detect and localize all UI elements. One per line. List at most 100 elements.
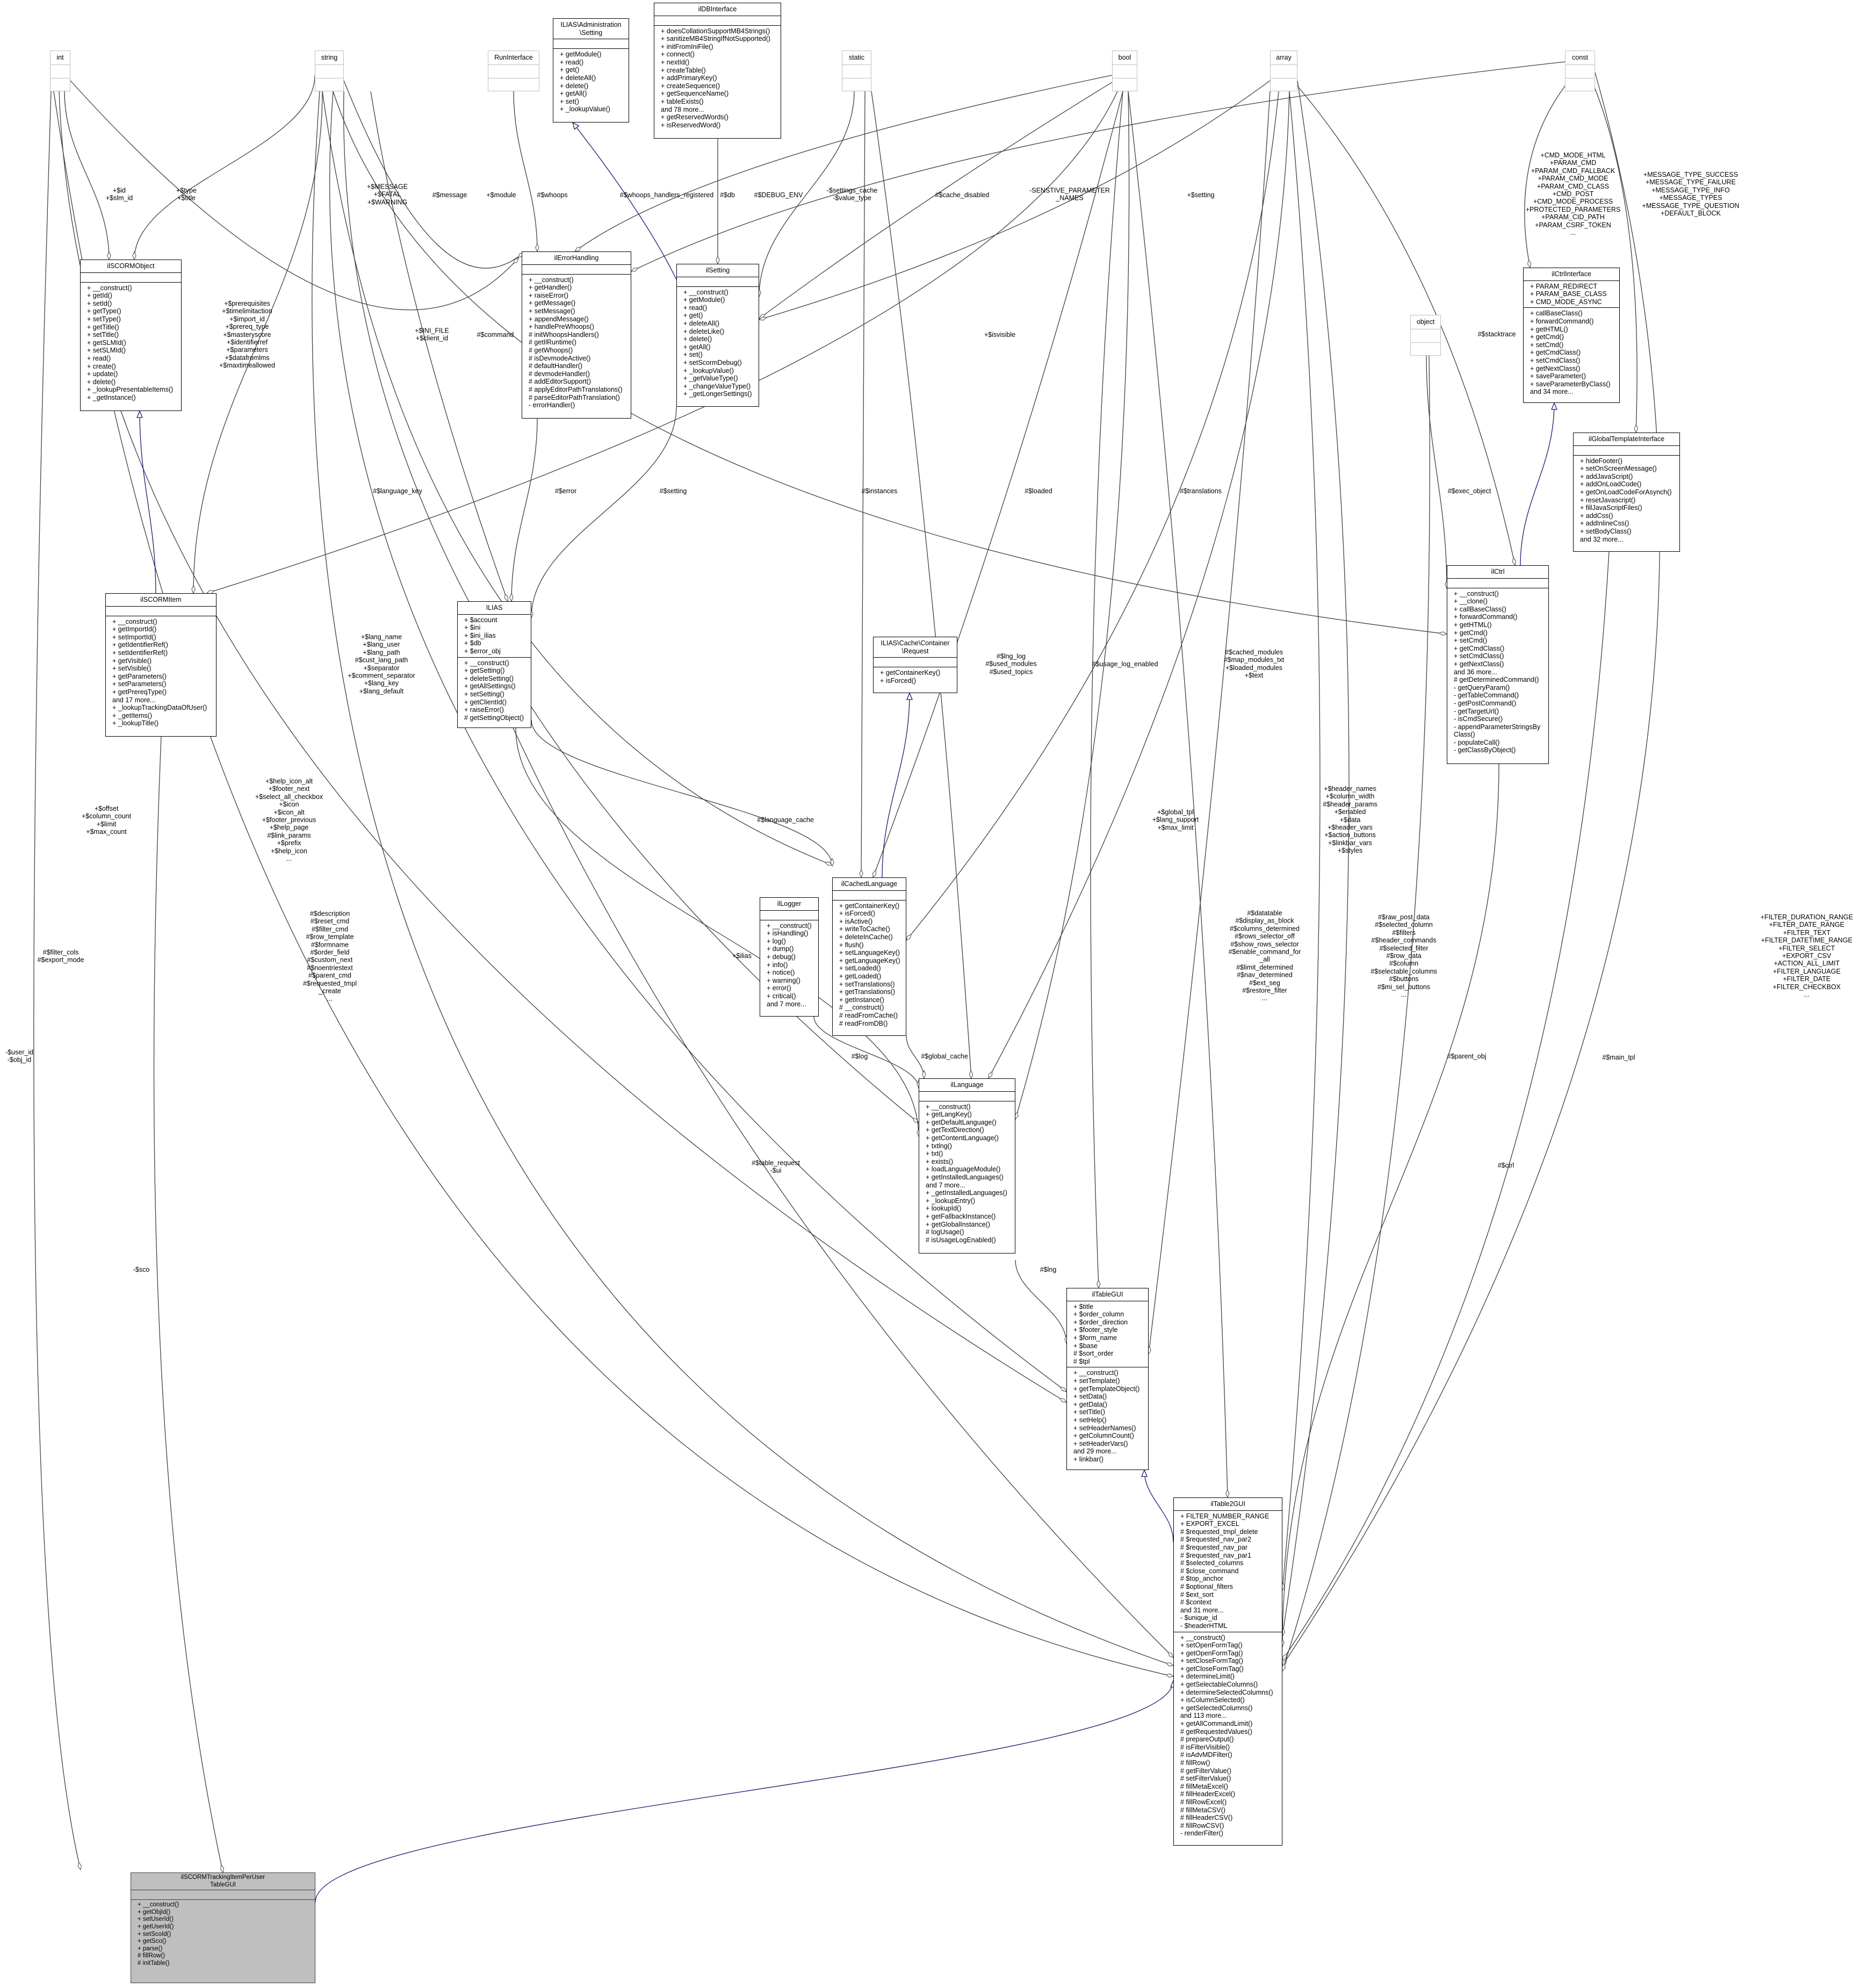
method: + isHandling() (767, 930, 809, 938)
edge-label: #$DEBUG_ENV (754, 191, 803, 199)
edge-label-line: +CMD_MODE_HTML (1540, 151, 1606, 159)
inheritance-edge (573, 123, 677, 280)
class-box-illanguage[interactable]: ilLanguage+ __construct()+ getLangKey()+… (919, 1078, 1015, 1254)
inheritance-edge (140, 411, 156, 594)
method: + forwardCommand() (1454, 613, 1518, 621)
class-box-admin_setting[interactable]: ILIAS\Administration\Setting+ getModule(… (553, 18, 629, 123)
class-box-ilerrorhandling[interactable]: ilErrorHandling + __construct()+ getHandl… (522, 251, 631, 419)
edge-label-line: #$used_topics (989, 668, 1033, 676)
type-box-string[interactable]: string (315, 51, 344, 91)
method: + doesCollationSupportMB4Strings() (661, 27, 770, 35)
type-box-int[interactable]: int (50, 51, 70, 91)
method: + saveParameter() (1530, 372, 1586, 380)
method: + _lookupPresentableItems() (87, 386, 174, 394)
edge-label-line: #$instances (861, 487, 898, 495)
methods-section: + __construct()+ setTemplate()+ getTempl… (1067, 1367, 1148, 1465)
method: + getTemplateObject() (1073, 1385, 1140, 1393)
empty-section (1566, 78, 1595, 91)
type-box-const[interactable]: const (1565, 51, 1595, 91)
edge-label: #$cached_modules#$map_modules_txt+$loade… (1224, 649, 1285, 680)
edge-label-line: +$header_names (1324, 785, 1376, 793)
edge-label-line: +PARAM_CMD_CLASS (1537, 182, 1610, 190)
edge-label-line: +$type (176, 186, 197, 195)
methods-section: + __construct()+ getHandler()+ raiseErro… (522, 275, 631, 411)
type-box-runinterface[interactable]: RunInterface (488, 51, 539, 91)
method: # applyEditorPathTranslations() (529, 385, 623, 393)
attribute: - $unique_id (1180, 1614, 1217, 1622)
edge-label-line: +$title (177, 195, 196, 202)
method: + addJavaScript() (1580, 472, 1633, 480)
method: + _getInstalledLanguages() (926, 1189, 1007, 1197)
edge-label-line: #$row_template (306, 933, 354, 941)
class-box-cache_request[interactable]: ILIAS\Cache\Container\Request+ getContai… (873, 637, 957, 693)
type-box-object[interactable]: object (1410, 315, 1441, 356)
edge-label: #$message (432, 191, 467, 199)
method: + setLoaded() (839, 964, 881, 973)
edge-label: #$lng_log#$used_modules#$used_topics (985, 652, 1036, 675)
composition-edge (871, 91, 971, 1078)
class-box-ilglobaltemplateinterface[interactable]: ilGlobalTemplateInterface+ hideFooter()+… (1573, 433, 1680, 552)
edge-label-line: +$styles (1337, 847, 1363, 855)
edge-label-line: #$exec_object (1447, 487, 1491, 495)
edge-label-line: #$stacktrace (1477, 330, 1516, 338)
edge-label-line: #$raw_post_data (1378, 913, 1430, 921)
edge-label-line: +$prerequisites (224, 300, 270, 308)
type-box-static[interactable]: static (842, 51, 871, 91)
class-name: ILIAS\Cache\Container\Request (874, 637, 957, 658)
method: + lookupId() (926, 1205, 962, 1213)
methods-section: + getContainerKey()+ isForced()+ isActiv… (833, 901, 906, 1029)
edge-label-line: +$loaded_modules (1225, 664, 1282, 672)
attributes-section (131, 1890, 315, 1900)
composition-edge (631, 61, 1566, 272)
type-box-bool[interactable]: bool (1112, 51, 1137, 91)
method: + connect() (661, 51, 695, 59)
class-box-ilias[interactable]: ILIAS+ $account+ $ini+ $ini_ilias+ $db+ … (457, 601, 531, 728)
edge-label-line: +$id (113, 186, 126, 195)
class-box-illogger[interactable]: ilLogger+ __construct()+ isHandling()+ l… (760, 897, 819, 1017)
composition-edge (1282, 72, 1660, 1666)
method: - errorHandler() (529, 401, 575, 409)
class-box-iltablegui[interactable]: ilTableGUI+ $title+ $order_column+ $orde… (1066, 1288, 1149, 1470)
method: + getParameters() (112, 672, 167, 680)
class-name: ilSCORMObject (81, 260, 181, 273)
class-box-ilscormitem[interactable]: ilSCORMItem+ __construct()+ getImportId(… (105, 593, 217, 737)
class-box-ildbinterface[interactable]: ilDBInterface+ doesCollationSupportMB4St… (654, 3, 781, 139)
method: + linkbar() (1073, 1455, 1103, 1463)
class-box-ilctrlinterface[interactable]: ilCtrlInterface+ PARAM_REDIRECT+ PARAM_B… (1523, 268, 1620, 403)
edge-label-line: +CMD_POST (1552, 190, 1594, 198)
type-box-array[interactable]: array (1270, 51, 1297, 91)
class-box-ilcachedlanguage[interactable]: ilCachedLanguage + getContainerKey()+ isF… (832, 877, 906, 1036)
method: + set() (560, 97, 579, 105)
class-box-ilsetting[interactable]: ilSetting+ __construct()+ getModule()+ r… (676, 264, 759, 407)
class-box-ilscormobject[interactable]: ilSCORMObject+ __construct()+ getId()+ s… (80, 260, 182, 411)
class-name-line: ilCtrl (1491, 568, 1505, 575)
edge-label-line: #$command (477, 330, 514, 338)
composition-edge (207, 91, 1118, 593)
attributes-section (522, 265, 631, 275)
method: + setSLMId() (87, 347, 126, 355)
class-box-ilctrl[interactable]: ilCtrl+ __construct()+ __clone()+ callBa… (1447, 565, 1549, 764)
attribute: + $title (1073, 1302, 1094, 1310)
methods-section: + __construct()+ setOpenFormTag()+ getOp… (1174, 1632, 1282, 1839)
edge-label-line: +PARAM_CMD_MODE (1538, 174, 1608, 182)
edge-label-line: #$parent_obj (1447, 1052, 1487, 1060)
edge-label: #$command (477, 331, 514, 338)
method: + isForced() (839, 910, 876, 918)
class-name: ilErrorHandling (522, 252, 631, 265)
attribute: # $requested_nav_par2 (1180, 1536, 1252, 1544)
edge-label-line: #$map_modules_txt (1223, 656, 1285, 664)
method: + getType() (87, 307, 121, 315)
method: + setImportId() (112, 633, 156, 641)
edge-label-line: +$timelimitaction (222, 307, 272, 315)
edge-label: +$id+$slm_id (106, 187, 133, 203)
method: + update() (87, 370, 118, 378)
class-box-iltable2gui[interactable]: ilTable2GUI+ FILTER_NUMBER_RANGE+ EXPORT… (1173, 1497, 1282, 1846)
edge-label-line: +$max_count (86, 828, 127, 836)
class-name-line: ilLanguage (950, 1081, 984, 1089)
composition-edge (33, 91, 81, 1870)
class-name-line: ilCachedLanguage (841, 880, 898, 888)
method: + _getItems() (112, 711, 152, 719)
empty-section (51, 65, 70, 78)
